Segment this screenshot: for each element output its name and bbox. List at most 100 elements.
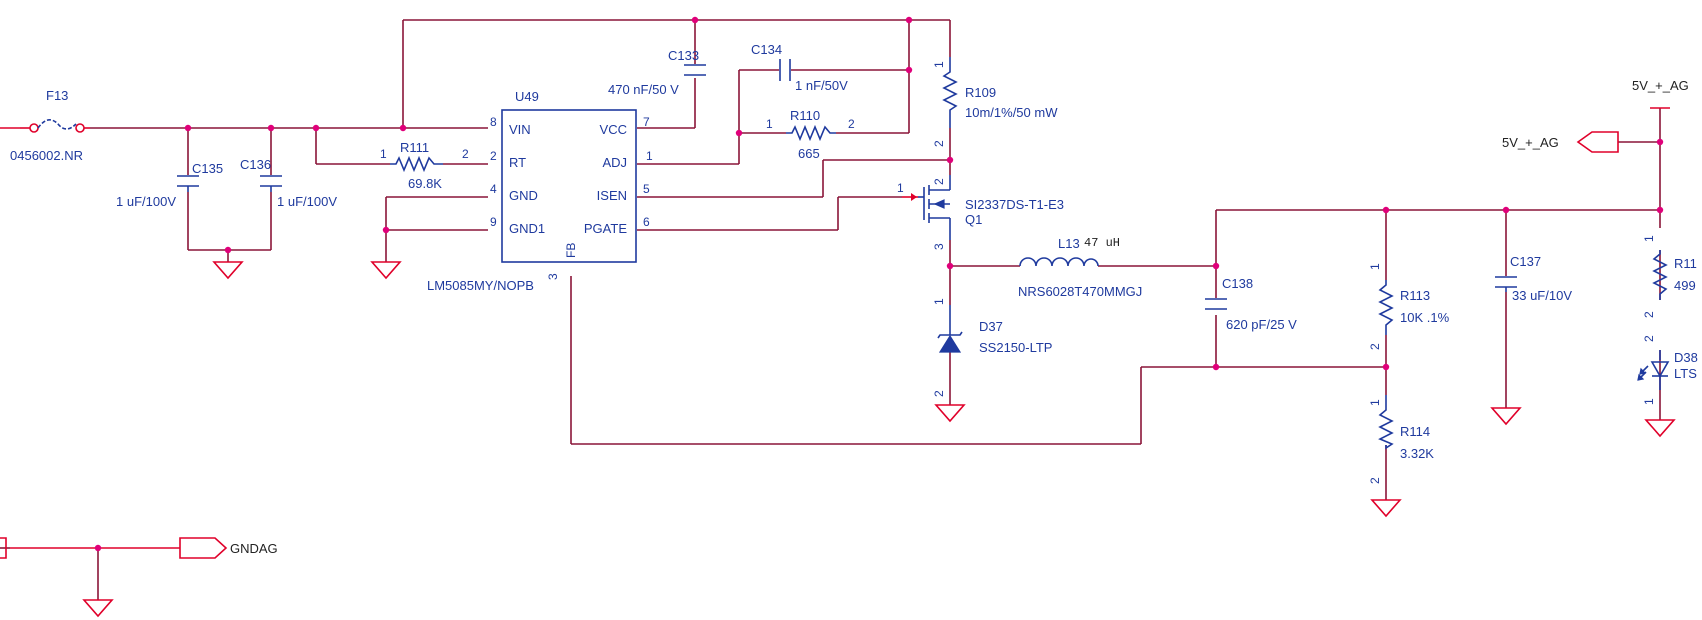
q1-pin-num: 3: [932, 243, 946, 250]
junction-dot: [946, 156, 954, 164]
l13-part: NRS6028T470MMGJ: [1018, 284, 1142, 299]
r114-resistor[interactable]: R114 3.32K 1 2: [1368, 395, 1434, 484]
r11-resistor[interactable]: R11 499 1 2: [1642, 235, 1697, 318]
r109-resistor[interactable]: R109 10m/1%/50 mW 1 2: [932, 57, 1058, 147]
r110-value: 665: [798, 146, 820, 161]
c137-ref: C137: [1510, 254, 1541, 269]
c135-capacitor[interactable]: C135 1 uF/100V: [116, 161, 223, 209]
u49-pin-name: PGATE: [584, 221, 627, 236]
q1-pin-num: 2: [932, 178, 946, 185]
junction-dot: [399, 124, 407, 132]
r109-ref: R109: [965, 85, 996, 100]
u49-pin-num: 6: [643, 215, 650, 229]
ground-icon: [1370, 499, 1402, 518]
r111-pin-num: 2: [462, 147, 469, 161]
d37-pin-num: 1: [932, 298, 946, 305]
u49-pin-name: VCC: [600, 122, 627, 137]
c134-ref: C134: [751, 42, 782, 57]
junction-dot: [312, 124, 320, 132]
c138-ref: C138: [1222, 276, 1253, 291]
u49-pin-name: ADJ: [602, 155, 627, 170]
r11-pin-num: 2: [1642, 311, 1656, 318]
u49-pin-num: 5: [643, 182, 650, 196]
c133-capacitor[interactable]: C133 470 nF/50 V: [608, 48, 706, 97]
u49-pin-num: 1: [646, 149, 653, 163]
d38-pin-num: 1: [1642, 398, 1656, 405]
c135-value: 1 uF/100V: [116, 194, 176, 209]
net-port-5v[interactable]: 5V_+_AG: [1502, 131, 1619, 153]
d38-part: LTS: [1674, 366, 1697, 381]
c133-ref: C133: [668, 48, 699, 63]
u49-pin-num: 9: [490, 215, 497, 229]
c136-ref: C136: [240, 157, 271, 172]
r110-pin-num: 1: [766, 117, 773, 131]
c138-capacitor[interactable]: C138 620 pF/25 V: [1205, 276, 1297, 332]
r114-value: 3.32K: [1400, 446, 1434, 461]
c136-capacitor[interactable]: C136 1 uF/100V: [240, 157, 337, 209]
junction-dot: [382, 226, 390, 234]
c134-value: 1 nF/50V: [795, 78, 848, 93]
net-label-5v-top: 5V_+_AG: [1632, 78, 1689, 93]
c134-capacitor[interactable]: C134 1 nF/50V: [751, 42, 848, 93]
r11-pin-num: 1: [1642, 235, 1656, 242]
r11-value: 499: [1674, 278, 1696, 293]
l13-ref: L13: [1058, 236, 1080, 251]
f13-fuse[interactable]: F13 0456002.NR: [10, 88, 90, 163]
net-port-left-stub: [0, 537, 7, 559]
u49-part: LM5085MY/NOPB: [427, 278, 534, 293]
u49-pin-num: 7: [643, 115, 650, 129]
net-port-gndag[interactable]: GNDAG: [179, 537, 278, 559]
r109-value: 10m/1%/50 mW: [965, 105, 1058, 120]
d37-diode[interactable]: D37 SS2150-LTP 1 2: [932, 298, 1052, 397]
r111-pin-num: 1: [380, 147, 387, 161]
u49-ic[interactable]: U49 LM5085MY/NOPB VIN RT GND GND1 VCC AD…: [427, 89, 653, 293]
r110-pin-num: 2: [848, 117, 855, 131]
c138-value: 620 pF/25 V: [1226, 317, 1297, 332]
ground-icon: [1490, 407, 1522, 426]
wires: [0, 19, 1661, 600]
c137-capacitor[interactable]: C137 33 uF/10V: [1495, 254, 1572, 303]
junction-dot: [735, 129, 743, 137]
d38-pin-num: 2: [1642, 335, 1656, 342]
u49-pin-name: ISEN: [597, 188, 627, 203]
ground-symbols: [82, 261, 1676, 618]
junction-dot: [1382, 363, 1390, 371]
net-label-5v-port: 5V_+_AG: [1502, 135, 1559, 150]
q1-mosfet[interactable]: SI2337DS-T1-E3 Q1 1 2 3: [897, 175, 1064, 250]
r111-value: 69.8K: [408, 176, 442, 191]
ground-icon: [212, 261, 244, 280]
d37-part: SS2150-LTP: [979, 340, 1052, 355]
r110-ref: R110: [790, 108, 820, 123]
junction-dot: [691, 16, 699, 24]
r114-ref: R114: [1400, 424, 1430, 439]
f13-part: 0456002.NR: [10, 148, 83, 163]
net-label-gndag: GNDAG: [230, 541, 278, 556]
ground-icon: [82, 599, 114, 618]
u49-pin-name: GND: [509, 188, 538, 203]
junction-dot: [1212, 363, 1220, 371]
ground-icon: [934, 404, 966, 423]
junction-dot: [1382, 206, 1390, 214]
r113-resistor[interactable]: R113 10K .1% 1 2: [1368, 263, 1450, 350]
d37-ref: D37: [979, 319, 1003, 334]
l13-inductor[interactable]: L13 47 uH NRS6028T470MMGJ: [1018, 236, 1142, 299]
u49-pin-num: 3: [546, 273, 560, 280]
junction-dot: [905, 16, 913, 24]
u49-pin-name: GND1: [509, 221, 545, 236]
u49-pin-num: 8: [490, 115, 497, 129]
junction-dot: [1656, 206, 1664, 214]
r111-resistor[interactable]: R111 69.8K 1 2: [380, 140, 469, 191]
r110-resistor[interactable]: R110 665 1 2: [766, 108, 855, 161]
r114-pin-num: 2: [1368, 477, 1382, 484]
d37-pin-num: 2: [932, 390, 946, 397]
q1-pin-num: 1: [897, 181, 904, 195]
junction-dot: [1502, 206, 1510, 214]
d38-led[interactable]: D38 LTS 2 1: [1637, 335, 1698, 405]
u49-pin-name: VIN: [509, 122, 531, 137]
c136-value: 1 uF/100V: [277, 194, 337, 209]
r111-ref: R111: [400, 140, 429, 155]
power-symbol-5v[interactable]: 5V_+_AG: [1632, 78, 1689, 109]
junction-dots: [94, 16, 1664, 552]
q1-ref: Q1: [965, 212, 982, 227]
